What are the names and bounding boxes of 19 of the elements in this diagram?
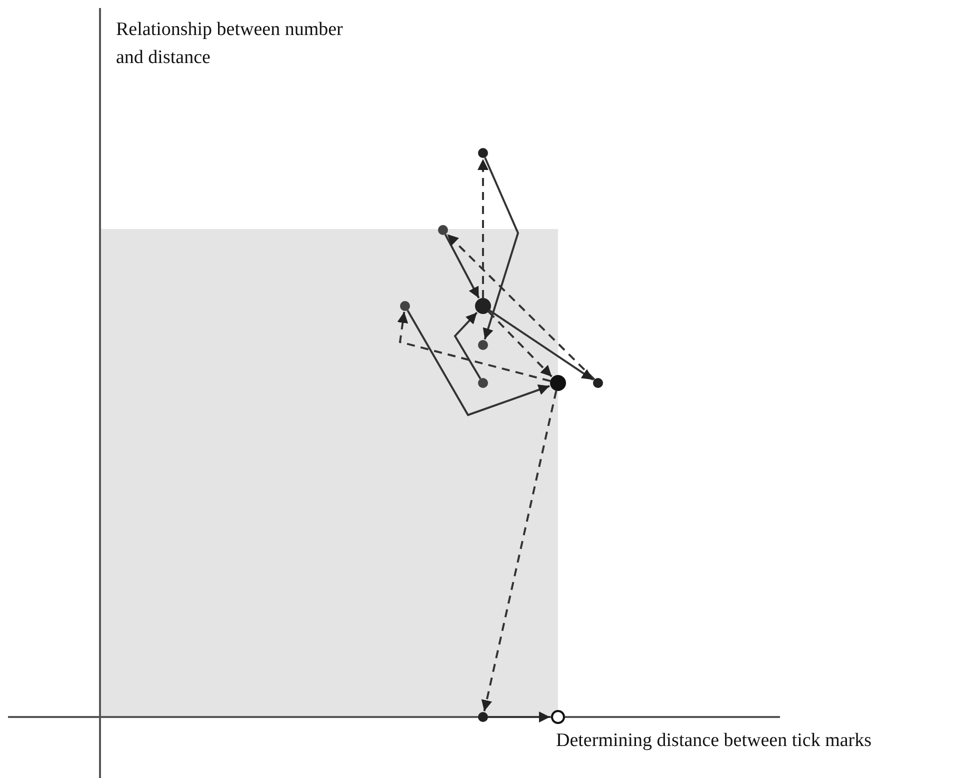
arrow: [406, 310, 550, 416]
point: [478, 712, 488, 722]
arrow: [397, 312, 551, 382]
arrow: [478, 159, 488, 298]
arrow: [446, 233, 596, 380]
axis-label: Relationship between number and distance: [116, 18, 344, 70]
point: [478, 148, 488, 158]
point: [438, 225, 448, 235]
arrow: [454, 312, 482, 380]
arrow: [489, 310, 594, 381]
point: [550, 375, 566, 391]
arrow: [488, 712, 550, 722]
arrow: [444, 234, 480, 298]
point: [593, 378, 603, 388]
arrow: [482, 157, 520, 340]
axis-label: Determining distance between tick marks: [556, 729, 872, 753]
open-point: [551, 710, 565, 724]
arrow: [488, 311, 552, 378]
arrow: [481, 390, 558, 712]
